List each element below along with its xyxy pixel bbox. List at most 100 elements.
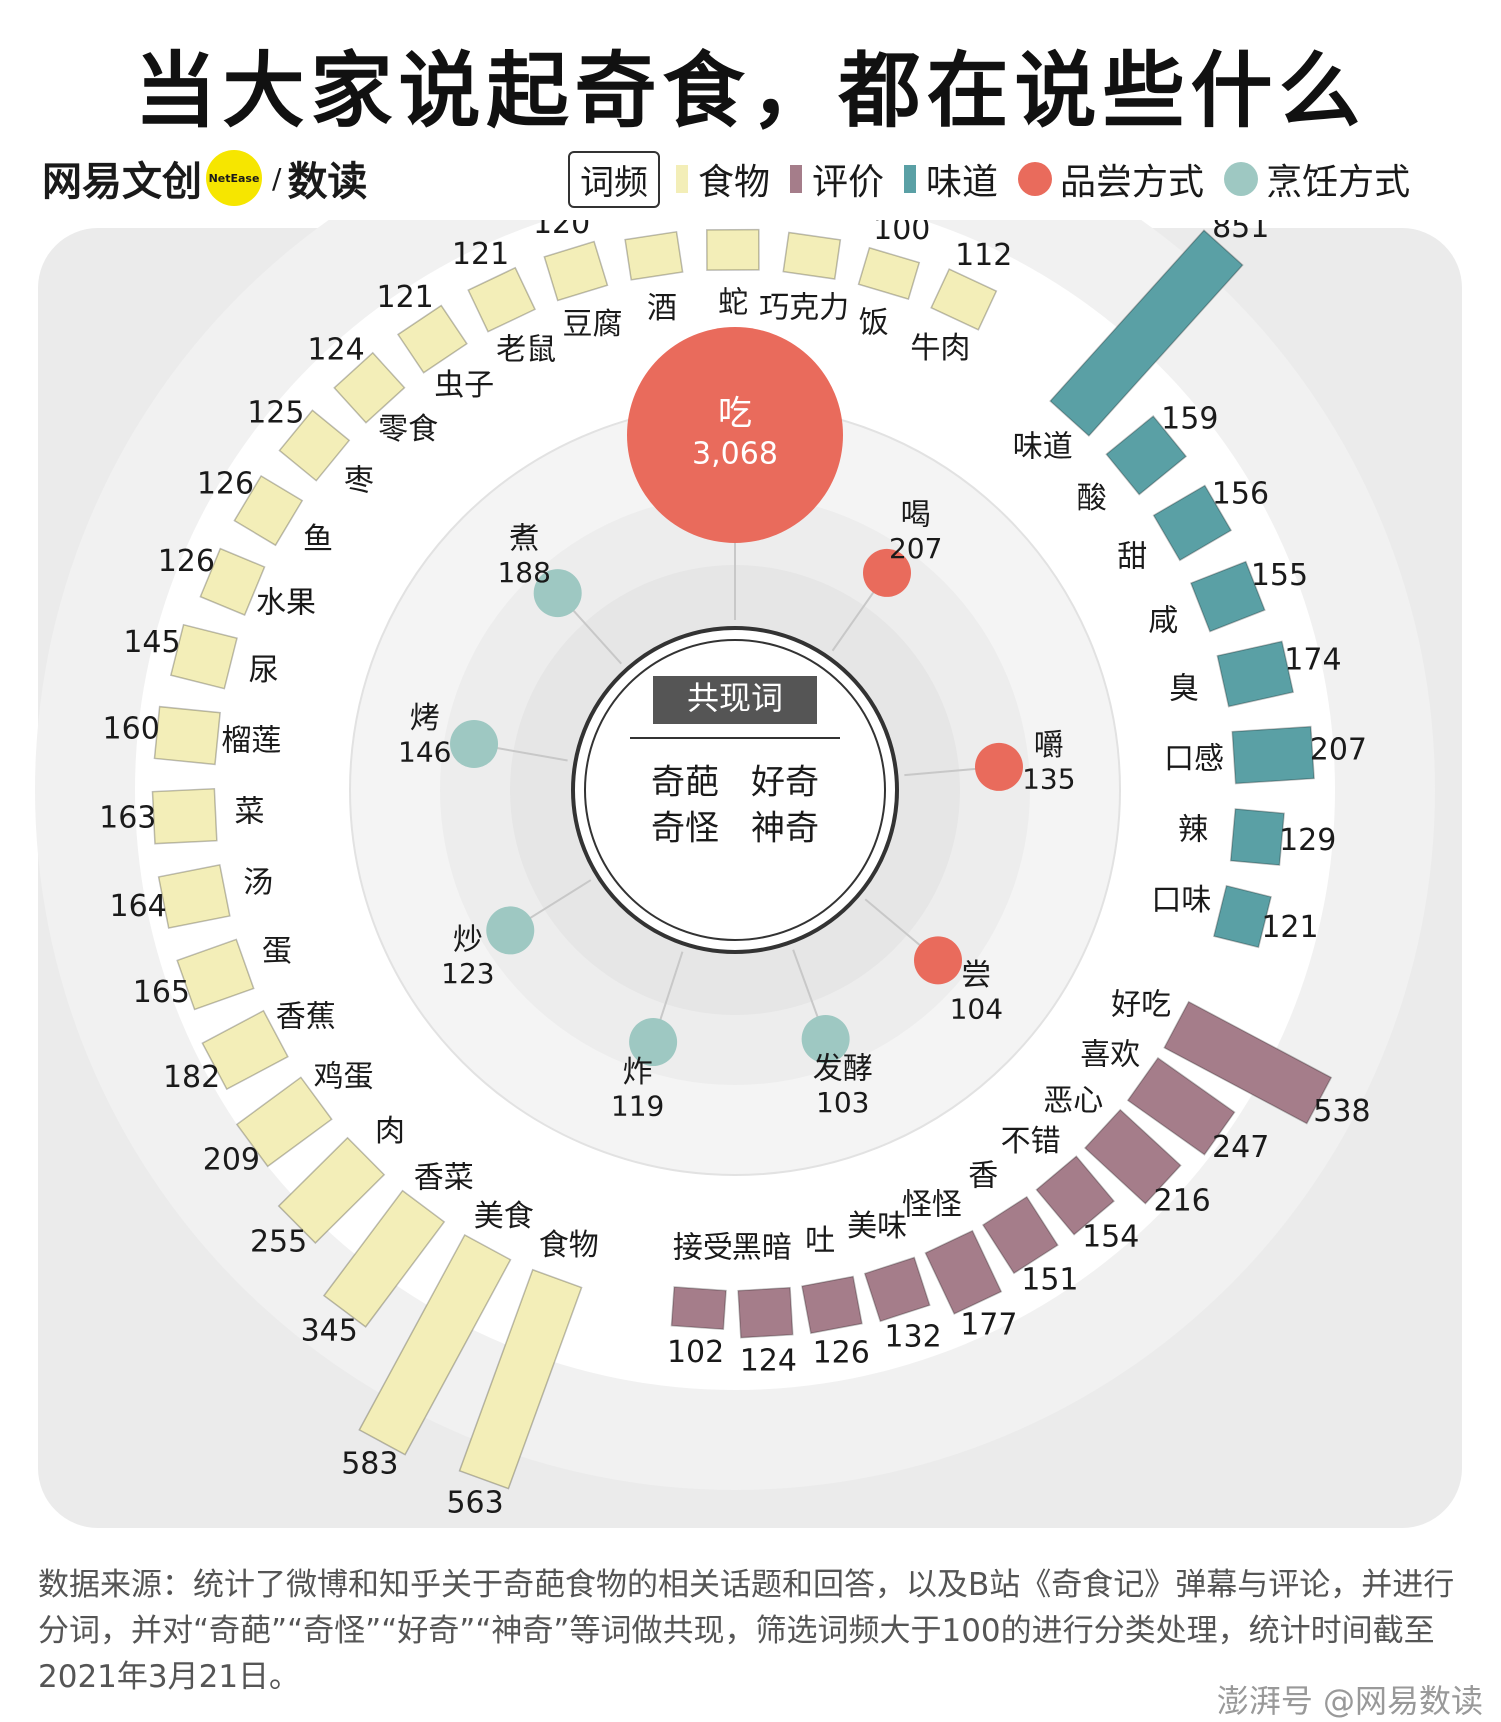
cooking-label: 发酵 — [813, 1052, 873, 1087]
evaluation-category-label: 接受 — [673, 1230, 733, 1265]
taste-bar — [1232, 727, 1314, 784]
food-value-label: 163 — [99, 800, 156, 835]
evaluation-bar-group — [738, 1288, 793, 1338]
legend-item-cooking: 烹饪方式 — [1224, 153, 1410, 205]
food-category-label: 虫子 — [434, 368, 494, 403]
tasting-value: 135 — [1022, 763, 1075, 796]
food-value-label: 100 — [873, 220, 930, 247]
evaluation-bar-group — [802, 1277, 862, 1334]
cooking-label: 烤 — [410, 701, 440, 736]
radial-chart: 食物563美食583香菜345肉255鸡蛋209香蕉182蛋165汤164菜16… — [0, 220, 1501, 1550]
legend-item-tasting: 品尝方式 — [1018, 153, 1204, 205]
cooking-label: 煮 — [509, 521, 539, 556]
brand-name: 网易文创 — [42, 149, 202, 207]
evaluation-value-label: 538 — [1313, 1094, 1370, 1129]
evaluation-value-label: 132 — [884, 1319, 941, 1354]
food-category-label: 老鼠 — [496, 333, 556, 368]
food-value-label: 255 — [250, 1224, 307, 1259]
taste-category-label: 甜 — [1117, 540, 1147, 575]
food-category-label: 香蕉 — [276, 999, 336, 1034]
food-category-label: 食物 — [539, 1228, 599, 1263]
food-value-label: 126 — [197, 466, 254, 501]
food-category-label: 水果 — [256, 586, 316, 621]
legend-swatch-tasting — [1018, 162, 1052, 196]
food-value-label: 125 — [247, 395, 304, 430]
taste-value-label: 121 — [1261, 910, 1318, 945]
chart-title: 当大家说起奇食，都在说些什么 — [0, 24, 1501, 143]
food-category-label: 豆腐 — [563, 307, 623, 342]
taste-value-label: 851 — [1212, 220, 1269, 245]
food-value-label: 583 — [341, 1447, 398, 1482]
food-value-label: 345 — [301, 1314, 358, 1349]
evaluation-value-label: 216 — [1153, 1184, 1210, 1219]
food-category-label: 美食 — [474, 1199, 534, 1234]
food-value-label: 160 — [103, 711, 160, 746]
tasting-label: 嚼 — [1034, 728, 1064, 763]
food-category-label: 菜 — [235, 795, 265, 830]
evaluation-value-label: 154 — [1082, 1219, 1139, 1254]
legend-swatch-food — [676, 165, 688, 193]
evaluation-category-label: 恶心 — [1043, 1083, 1103, 1118]
food-value-label: 563 — [446, 1486, 503, 1521]
tasting-value: 3,068 — [692, 437, 778, 472]
evaluation-category-label: 不错 — [1001, 1124, 1061, 1159]
food-bar — [154, 707, 220, 765]
food-bar — [159, 865, 230, 928]
food-category-label: 尿 — [249, 653, 279, 688]
food-category-label: 牛肉 — [910, 331, 970, 366]
food-bar — [152, 789, 216, 844]
food-value-label: 209 — [203, 1142, 260, 1177]
evaluation-value-label: 151 — [1021, 1263, 1078, 1298]
legend-text-tasting: 品尝方式 — [1060, 153, 1204, 205]
taste-value-label: 129 — [1279, 823, 1336, 858]
food-bar — [625, 232, 683, 280]
food-category-label: 汤 — [243, 865, 273, 900]
taste-bar-group — [1231, 809, 1284, 865]
food-value-label: 126 — [158, 544, 215, 579]
food-category-label: 蛋 — [262, 934, 292, 969]
cooking-value: 119 — [611, 1090, 664, 1123]
food-category-label: 蛇 — [718, 286, 748, 321]
tasting-bubble — [914, 936, 962, 984]
food-category-label: 枣 — [344, 464, 374, 499]
legend-swatch-evaluation — [790, 165, 802, 193]
food-category-label: 巧克力 — [759, 290, 849, 325]
taste-value-label: 207 — [1310, 732, 1367, 767]
cooking-value: 146 — [398, 735, 451, 768]
center-word: 奇怪 — [651, 809, 719, 849]
taste-category-label: 辣 — [1178, 813, 1208, 848]
legend-item-taste: 味道 — [904, 153, 998, 205]
cooking-label: 炸 — [623, 1055, 653, 1090]
legend-text-taste: 味道 — [926, 153, 998, 205]
tasting-value: 104 — [950, 992, 1003, 1025]
tasting-label: 吃 — [718, 394, 752, 434]
food-category-label: 鸡蛋 — [314, 1060, 374, 1095]
food-value-label: 112 — [955, 238, 1012, 273]
center-title: 共现词 — [687, 679, 783, 717]
food-category-label: 零食 — [378, 412, 438, 447]
food-bar-group — [783, 232, 840, 279]
legend-label: 词频 — [568, 151, 660, 208]
food-bar-group — [154, 707, 220, 765]
evaluation-category-label: 吐 — [805, 1224, 835, 1259]
food-bar-group — [152, 789, 216, 844]
taste-value-label: 174 — [1284, 643, 1341, 678]
food-value-label: 107 — [618, 220, 675, 226]
taste-bar-group — [1232, 727, 1314, 784]
food-bar — [707, 230, 759, 270]
evaluation-bar-group — [671, 1287, 726, 1329]
taste-bar — [1231, 809, 1284, 865]
food-value-label: 165 — [133, 975, 190, 1010]
food-value-label: 182 — [163, 1060, 220, 1095]
food-bar-group — [707, 230, 759, 270]
evaluation-bar — [802, 1277, 862, 1334]
legend: 词频 食物 评价 味道 品尝方式 烹饪方式 — [568, 152, 1430, 206]
taste-value-label: 159 — [1161, 401, 1218, 436]
netease-badge: NetEase — [206, 150, 262, 206]
cooking-bubble — [486, 906, 534, 954]
cooking-bubble — [450, 720, 498, 768]
evaluation-value-label: 124 — [740, 1344, 797, 1379]
food-value-label: 104 — [790, 220, 847, 227]
food-bar — [783, 232, 840, 279]
watermark: 澎湃号 @网易数读 — [1217, 1676, 1483, 1722]
